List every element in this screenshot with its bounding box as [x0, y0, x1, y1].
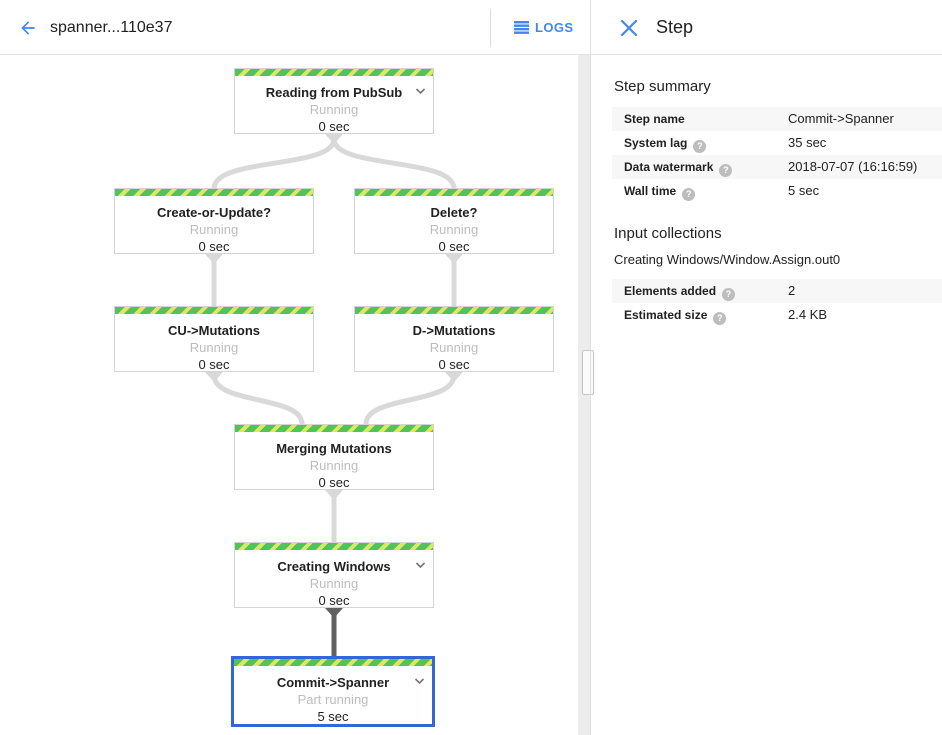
node-title: Creating Windows: [277, 559, 391, 574]
running-stripe: [234, 659, 432, 666]
help-icon[interactable]: ?: [682, 187, 696, 201]
node-status: Running: [429, 222, 479, 237]
node-status: Running: [309, 102, 359, 117]
arrow-left-icon: [21, 21, 35, 35]
toolbar-divider: [490, 9, 491, 47]
node-title: Create-or-Update?: [156, 205, 272, 220]
node-status: Part running: [297, 692, 369, 707]
row-value: Commit->Spanner: [788, 111, 894, 126]
summary-row: Data watermark? 2018-07-07 (16:16:59): [612, 155, 942, 179]
panel-resize-handle[interactable]: [582, 350, 594, 395]
close-icon: [620, 19, 638, 37]
row-label: Step name: [624, 112, 685, 126]
running-stripe: [355, 307, 553, 314]
node-time: 0 sec: [198, 357, 230, 372]
step-summary-heading: Step summary: [614, 78, 711, 95]
node-title: D->Mutations: [412, 323, 496, 338]
input-collection-row: Elements added? 2: [612, 279, 942, 303]
page-title: spanner...110e37: [50, 19, 173, 36]
summary-row: System lag? 35 sec: [612, 131, 942, 155]
input-collection-row: Estimated size? 2.4 KB: [612, 303, 942, 327]
row-label: Estimated size: [624, 308, 708, 322]
node-title: Delete?: [430, 205, 478, 220]
node-title: Commit->Spanner: [276, 675, 390, 690]
back-button[interactable]: [14, 14, 42, 42]
row-value: 5 sec: [788, 183, 820, 198]
logs-button-label: LOGS: [535, 20, 574, 35]
help-icon[interactable]: ?: [719, 163, 733, 177]
top-bar: spanner...110e37 LOGS Step: [0, 0, 942, 55]
node-time: 0 sec: [318, 119, 350, 134]
chevron-down-icon[interactable]: [414, 672, 425, 690]
input-collection-name: Creating Windows/Window.Assign.out0: [614, 252, 841, 267]
running-stripe: [355, 189, 553, 196]
running-stripe: [115, 189, 313, 196]
close-panel-button[interactable]: [616, 15, 642, 41]
node-status: Running: [189, 222, 239, 237]
row-value: 2.4 KB: [788, 307, 828, 322]
row-value: 2: [788, 283, 796, 298]
row-label: Data watermark: [624, 160, 714, 174]
node-time: 0 sec: [198, 239, 230, 254]
row-label: System lag: [624, 136, 688, 150]
panel-divider: [590, 0, 591, 735]
row-value: 2018-07-07 (16:16:59): [788, 159, 918, 174]
node-time: 0 sec: [438, 357, 470, 372]
running-stripe: [235, 69, 433, 76]
node-status: Running: [189, 340, 239, 355]
row-value: 35 sec: [788, 135, 827, 150]
node-title: CU->Mutations: [167, 323, 261, 338]
node-delete[interactable]: Delete? Running 0 sec: [354, 188, 554, 254]
node-status: Running: [309, 576, 359, 591]
graph-edges: [205, 134, 463, 658]
help-icon[interactable]: ?: [722, 287, 736, 301]
node-time: 0 sec: [318, 593, 350, 608]
input-collections-heading: Input collections: [614, 225, 722, 242]
summary-row: Step name Commit->Spanner: [612, 107, 942, 131]
node-status: Running: [309, 458, 359, 473]
row-label: Elements added: [624, 284, 717, 298]
running-stripe: [115, 307, 313, 314]
help-icon[interactable]: ?: [693, 139, 707, 153]
running-stripe: [235, 425, 433, 432]
graph-scrollbar[interactable]: [578, 55, 590, 735]
chevron-down-icon[interactable]: [415, 82, 426, 100]
logs-button[interactable]: LOGS: [504, 0, 583, 55]
row-label: Wall time: [624, 184, 677, 198]
summary-row: Wall time? 5 sec: [612, 179, 942, 203]
running-stripe: [235, 543, 433, 550]
node-create-or-update[interactable]: Create-or-Update? Running 0 sec: [114, 188, 314, 254]
node-title: Reading from PubSub: [265, 85, 403, 100]
node-time: 5 sec: [317, 709, 349, 724]
logs-list-icon: [514, 21, 529, 34]
node-status: Running: [429, 340, 479, 355]
node-title: Merging Mutations: [276, 441, 392, 456]
panel-title: Step: [656, 17, 694, 37]
node-time: 0 sec: [438, 239, 470, 254]
help-icon[interactable]: ?: [713, 311, 727, 325]
node-time: 0 sec: [318, 475, 350, 490]
chevron-down-icon[interactable]: [415, 556, 426, 574]
